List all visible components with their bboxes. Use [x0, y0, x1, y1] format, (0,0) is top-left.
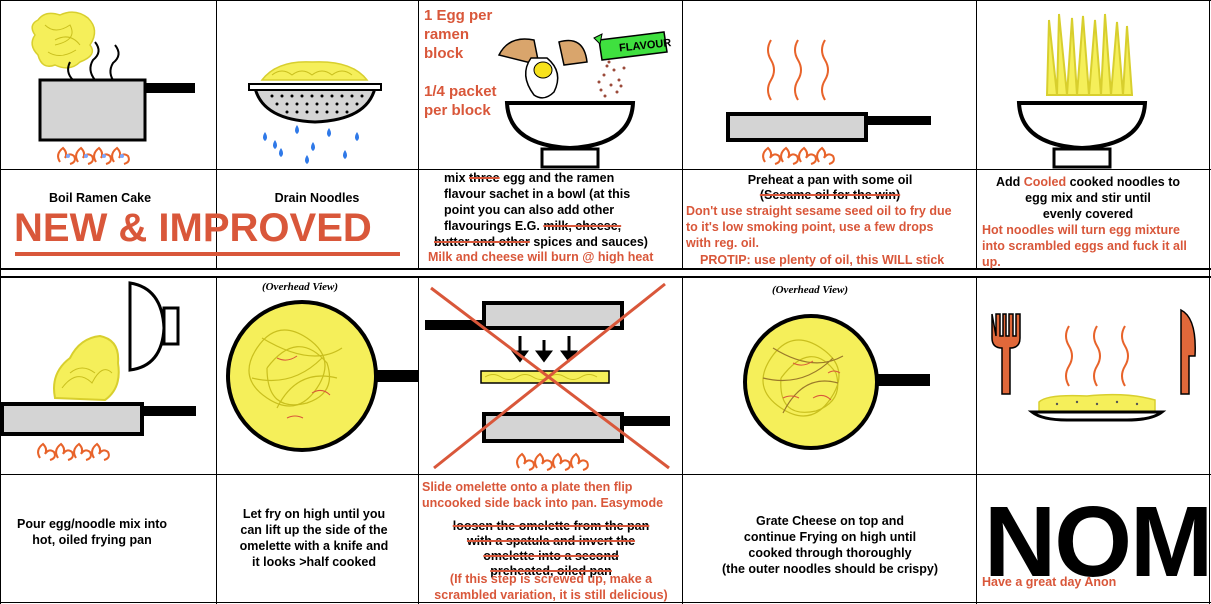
caption-pour: Pour egg/noodle mix into hot, oiled fryi… — [17, 517, 167, 547]
nom-text: NOM — [984, 486, 1211, 598]
grid-line — [682, 278, 683, 604]
flip-illustration — [425, 282, 670, 471]
grid-line — [0, 474, 1211, 475]
cheese-overhead-illustration — [743, 314, 930, 450]
flavour-note: 1/4 packet per block — [424, 83, 497, 119]
grid-line — [976, 278, 977, 604]
protip: PROTIP: use plenty of oil, this WILL sti… — [700, 253, 945, 267]
grid-line — [976, 0, 977, 268]
hot-noodle-warning: Hot noodles will turn egg mixture into s… — [982, 223, 1187, 269]
grid-line — [682, 0, 683, 268]
grid-line — [0, 276, 1211, 278]
egg-note: 1 Egg per ramen block — [424, 7, 493, 62]
overhead-label-2: (Overhead View) — [771, 284, 849, 296]
caption-mix: mix three egg and the ramen flavour sach… — [434, 171, 648, 249]
caption-boil: Boil Ramen Cake — [48, 191, 152, 205]
egg-bowl-illustration: FLAVOUR — [497, 31, 672, 169]
fork-icon — [991, 313, 1021, 395]
scramble-note: (If this step is screwed up, make a scra… — [434, 572, 668, 602]
signoff: Have a great day Anon — [982, 575, 1117, 589]
sesame-struck: (Sesame oil for the win) — [759, 188, 901, 202]
grid-line — [0, 602, 1211, 603]
caption-add-noodles: Add Cooled cooked noodles to egg mix and… — [995, 175, 1181, 221]
preheat-pan-illustration — [726, 39, 931, 165]
served-omelette-illustration — [991, 308, 1196, 422]
grid-line — [0, 0, 1, 604]
sesame-warning: Don't use straight sesame seed oil to fr… — [686, 204, 952, 250]
grid-line — [216, 0, 217, 268]
grid-line — [418, 278, 419, 604]
caption-drain: Drain Noodles — [274, 191, 360, 205]
caption-cheese: Grate Cheese on top and continue Frying … — [722, 514, 938, 576]
caption-preheat: Preheat a pan with some oil — [747, 173, 913, 187]
new-improved-banner: NEW & IMPROVED — [14, 206, 372, 250]
banner-underline — [15, 252, 400, 256]
noodle-bowl-illustration — [1016, 13, 1148, 169]
flip-struck-instructions: loosen the omelette from the pan with a … — [452, 519, 650, 578]
omelette-overhead-illustration — [226, 300, 418, 452]
grid-line — [0, 0, 1211, 1]
grid-line — [1209, 0, 1210, 604]
caption-fry: Let fry on high until you can lift up th… — [239, 507, 389, 569]
colander-illustration — [248, 61, 382, 164]
grid-line — [0, 169, 1211, 170]
pour-illustration — [0, 281, 196, 461]
knife-icon — [1180, 308, 1196, 395]
flavour-packet-label: FLAVOUR — [619, 37, 672, 54]
grid-line — [418, 0, 419, 268]
grid-line — [216, 278, 217, 604]
overhead-label-1: (Overhead View) — [261, 281, 339, 293]
flip-instructions: Slide omelette onto a plate then flip un… — [422, 480, 664, 510]
milk-warning: Milk and cheese will burn @ high heat — [428, 250, 654, 264]
grid-line — [0, 268, 1211, 270]
boil-illustration — [31, 11, 195, 165]
